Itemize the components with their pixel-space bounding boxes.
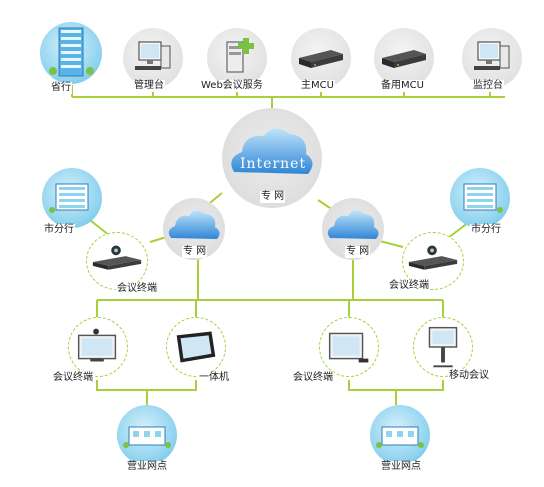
left-conference-terminal-node <box>86 232 148 290</box>
right-endpoint-terminal-node <box>319 317 379 377</box>
cloud-icon <box>327 210 379 239</box>
main-mcu-node <box>291 28 351 88</box>
province-bank-node <box>40 22 102 84</box>
office-building-icon <box>49 27 94 77</box>
label-left-all-in-one: 一体机 <box>198 372 230 384</box>
backup-mcu-node <box>374 28 434 88</box>
mcu-device-icon <box>299 50 343 68</box>
conference-screen-icon <box>328 332 369 363</box>
left-endpoint-terminal-node <box>68 317 128 377</box>
label-left-conference-terminal: 会议终端 <box>116 283 158 295</box>
right-outlet-node <box>370 405 430 465</box>
label-province-bank: 省行 <box>50 82 72 94</box>
office-building-icon <box>49 183 89 213</box>
outlet-building-icon <box>376 426 424 448</box>
label-right-mobile-conference: 移动会议 <box>448 370 490 382</box>
label-web-server: Web会议服务 <box>200 80 264 92</box>
terminal-device-icon <box>92 245 142 270</box>
left-city-branch-node <box>42 168 102 228</box>
label-left-private-net: 专 网 <box>182 246 208 258</box>
mobile-conference-cart-icon <box>428 326 458 368</box>
internet-cloud-icon <box>231 128 313 174</box>
label-right-outlet: 营业网点 <box>380 461 422 473</box>
office-building-icon <box>463 183 503 213</box>
label-right-private-net: 专 网 <box>345 246 371 258</box>
right-city-branch-node <box>450 168 510 228</box>
web-conference-server-node <box>207 28 267 88</box>
label-admin-console: 管理台 <box>133 80 165 92</box>
admin-console-node <box>123 28 183 88</box>
mcu-device-icon <box>382 50 426 68</box>
left-all-in-one-node <box>166 317 226 377</box>
monitor-console-node <box>462 28 522 88</box>
label-right-city-branch: 市分行 <box>470 224 502 236</box>
label-private-net-center: 专 网 <box>260 191 286 203</box>
label-left-outlet: 营业网点 <box>126 461 168 473</box>
label-right-endpoint-terminal: 会议终端 <box>292 372 334 384</box>
right-mobile-conference-node <box>413 317 473 377</box>
desktop-pc-icon <box>135 41 171 70</box>
label-right-conference-terminal: 会议终端 <box>388 280 430 292</box>
desktop-pc-icon <box>474 41 510 70</box>
label-main-mcu: 主MCU <box>300 80 335 92</box>
all-in-one-screen-icon <box>176 331 216 363</box>
label-left-city-branch: 市分行 <box>43 224 75 236</box>
internet-cloud-text: Internet <box>240 156 307 172</box>
cloud-icon <box>168 210 220 239</box>
terminal-device-icon <box>408 245 458 270</box>
web-server-icon <box>226 38 254 73</box>
left-outlet-node <box>117 405 177 465</box>
label-backup-mcu: 备用MCU <box>380 80 425 92</box>
outlet-building-icon <box>123 426 171 448</box>
label-left-endpoint-terminal: 会议终端 <box>52 372 94 384</box>
conference-screen-icon <box>77 328 117 362</box>
label-monitor-console: 监控台 <box>472 80 504 92</box>
